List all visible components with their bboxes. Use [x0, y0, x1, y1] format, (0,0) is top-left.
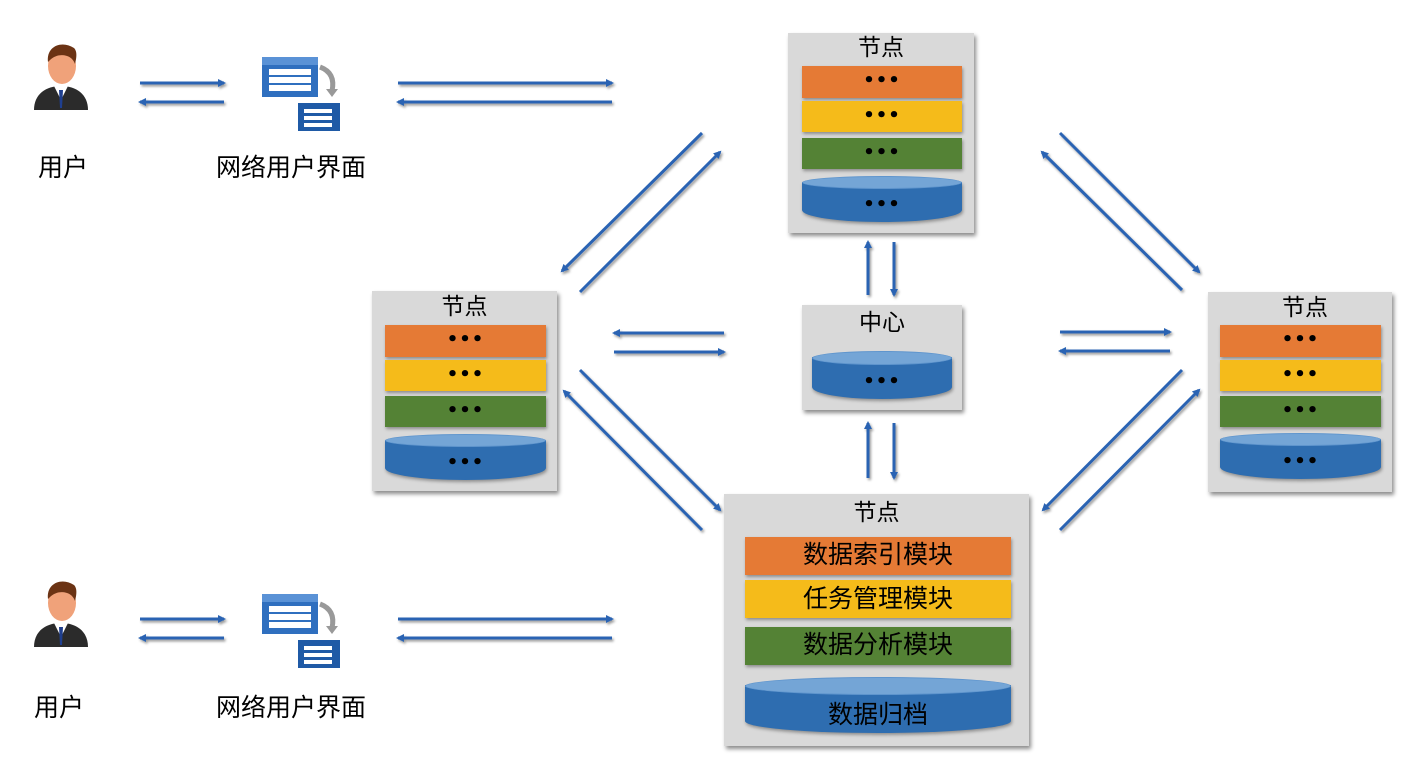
node-title: 节点 [441, 294, 488, 320]
node-title: 节点 [858, 35, 904, 61]
storage-cylinder: ••• [812, 351, 952, 399]
user-icon [34, 44, 88, 110]
web-ui-1-label: 网络用户界面 [216, 153, 367, 182]
user-2 [28, 575, 94, 651]
node-bottom[interactable]: 节点 数据索引模块 任务管理模块 数据分析模块 数据归档 [724, 494, 1029, 746]
task-management-module: 任务管理模块 [745, 580, 1011, 618]
user-2-label: 用户 [34, 693, 85, 722]
user-icon [34, 581, 88, 647]
module-bar-3: ••• [802, 138, 962, 169]
data-analysis-module: 数据分析模块 [745, 627, 1011, 665]
module-bar-1: ••• [385, 325, 546, 357]
module-bar-1: ••• [802, 66, 962, 98]
storage-cylinder: ••• [385, 434, 546, 480]
node-right[interactable]: 节点 ••• ••• ••• ••• [1208, 292, 1392, 492]
center-title: 中心 [859, 310, 905, 336]
user-1 [28, 38, 94, 114]
storage-label: 数据归档 [827, 700, 928, 729]
arrow-top-to-left [560, 131, 704, 273]
node-top[interactable]: 节点 ••• ••• ••• ••• [788, 33, 974, 233]
arrow-top-to-right [1058, 131, 1201, 274]
module-bar-3: ••• [385, 396, 546, 427]
data-archive-storage: 数据归档 [745, 677, 1011, 733]
center-node[interactable]: 中心 ••• [802, 305, 962, 410]
arrow-left-to-top [578, 150, 722, 294]
arrow-bottom-to-right [1058, 388, 1201, 532]
storage-label: ••• [863, 371, 901, 392]
storage-label: ••• [863, 194, 901, 215]
module-bar-2: ••• [385, 360, 546, 391]
module-bar-2: ••• [1220, 360, 1381, 391]
storage-label: ••• [446, 452, 485, 473]
node-title: 节点 [1282, 295, 1328, 321]
storage-label: ••• [1281, 451, 1320, 472]
web-ui-2[interactable] [258, 592, 346, 672]
web-ui-icon [262, 57, 340, 131]
arrow-bottom-to-left [562, 389, 704, 532]
node-title: 节点 [853, 500, 900, 526]
web-ui-icon [262, 594, 340, 668]
node-left[interactable]: 节点 ••• ••• ••• ••• [372, 291, 557, 491]
storage-cylinder: ••• [1220, 433, 1381, 479]
web-ui-2-label: 网络用户界面 [216, 693, 367, 722]
user-1-label: 用户 [38, 153, 89, 182]
module-bar-2: ••• [802, 101, 962, 132]
data-index-module: 数据索引模块 [745, 537, 1011, 575]
storage-cylinder: ••• [802, 176, 962, 222]
arrow-right-to-bottom [1041, 368, 1184, 512]
module-bar-1: ••• [1220, 325, 1381, 357]
web-ui-1[interactable] [258, 55, 346, 135]
arrow-left-to-bottom [578, 368, 722, 512]
arrow-right-to-top [1040, 150, 1184, 292]
module-bar-3: ••• [1220, 396, 1381, 427]
